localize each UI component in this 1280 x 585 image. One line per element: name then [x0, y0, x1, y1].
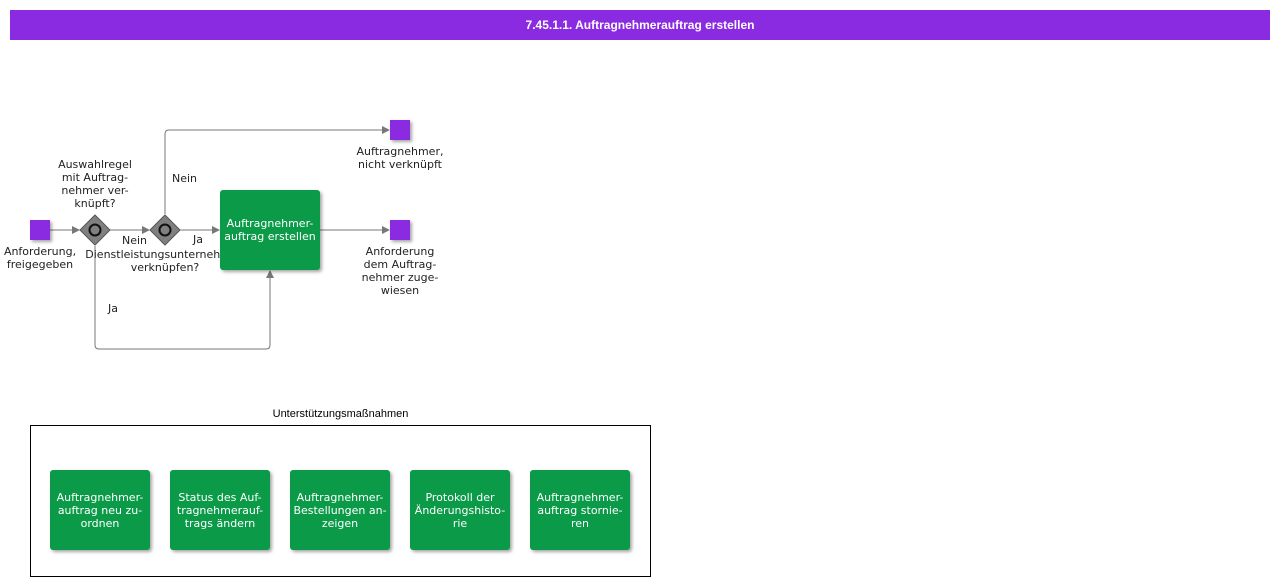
support-task-cancel[interactable]: Auftragnehmer- auftrag stornie- ren	[530, 470, 630, 550]
exclusive-gateway-2	[149, 214, 181, 246]
support-task-show-orders[interactable]: Auftragnehmer- Bestellungen an- zeigen	[290, 470, 390, 550]
end-event-not-linked-label: Auftragnehmer, nicht verknüpft	[356, 145, 444, 171]
page-title: 7.45.1.1. Auftragnehmerauftrag erstellen	[10, 10, 1270, 40]
end-event-assigned-label: Anforderung dem Auftrag- nehmer zuge- wi…	[361, 245, 439, 297]
gateway1-question: Auswahlregel mit Auftrag- nehmer ver- kn…	[58, 158, 132, 210]
task-auftragnehmerauftrag-erstellen[interactable]: Auftragnehmer- auftrag erstellen	[220, 190, 320, 270]
end-event-assigned[interactable]	[390, 220, 410, 240]
start-event-label: Anforderung, freigegeben	[3, 245, 77, 271]
edge-gateway1-ja	[94, 246, 274, 350]
edge-gateway2-nein	[164, 126, 390, 214]
support-task-change-history[interactable]: Protokoll der Änderungshisto- rie	[410, 470, 510, 550]
edge-label-g1-nein: Nein	[122, 234, 148, 247]
edge-label-g1-ja: Ja	[108, 302, 118, 315]
support-task-reassign[interactable]: Auftragnehmer- auftrag neu zu- ordnen	[50, 470, 150, 550]
start-event[interactable]	[30, 220, 50, 240]
support-task-change-status[interactable]: Status des Auf- tragnehmerauf- trags änd…	[170, 470, 270, 550]
edge-label-g2-ja: Ja	[193, 233, 203, 246]
edge-label-g2-nein: Nein	[172, 172, 198, 185]
gateway2-question: Dienstleistungsunternehmen verknüpfen?	[85, 248, 245, 274]
end-event-not-linked[interactable]	[390, 120, 410, 140]
exclusive-gateway-1	[79, 214, 111, 246]
support-measures-title: Unterstützungsmaßnahmen	[272, 408, 409, 420]
